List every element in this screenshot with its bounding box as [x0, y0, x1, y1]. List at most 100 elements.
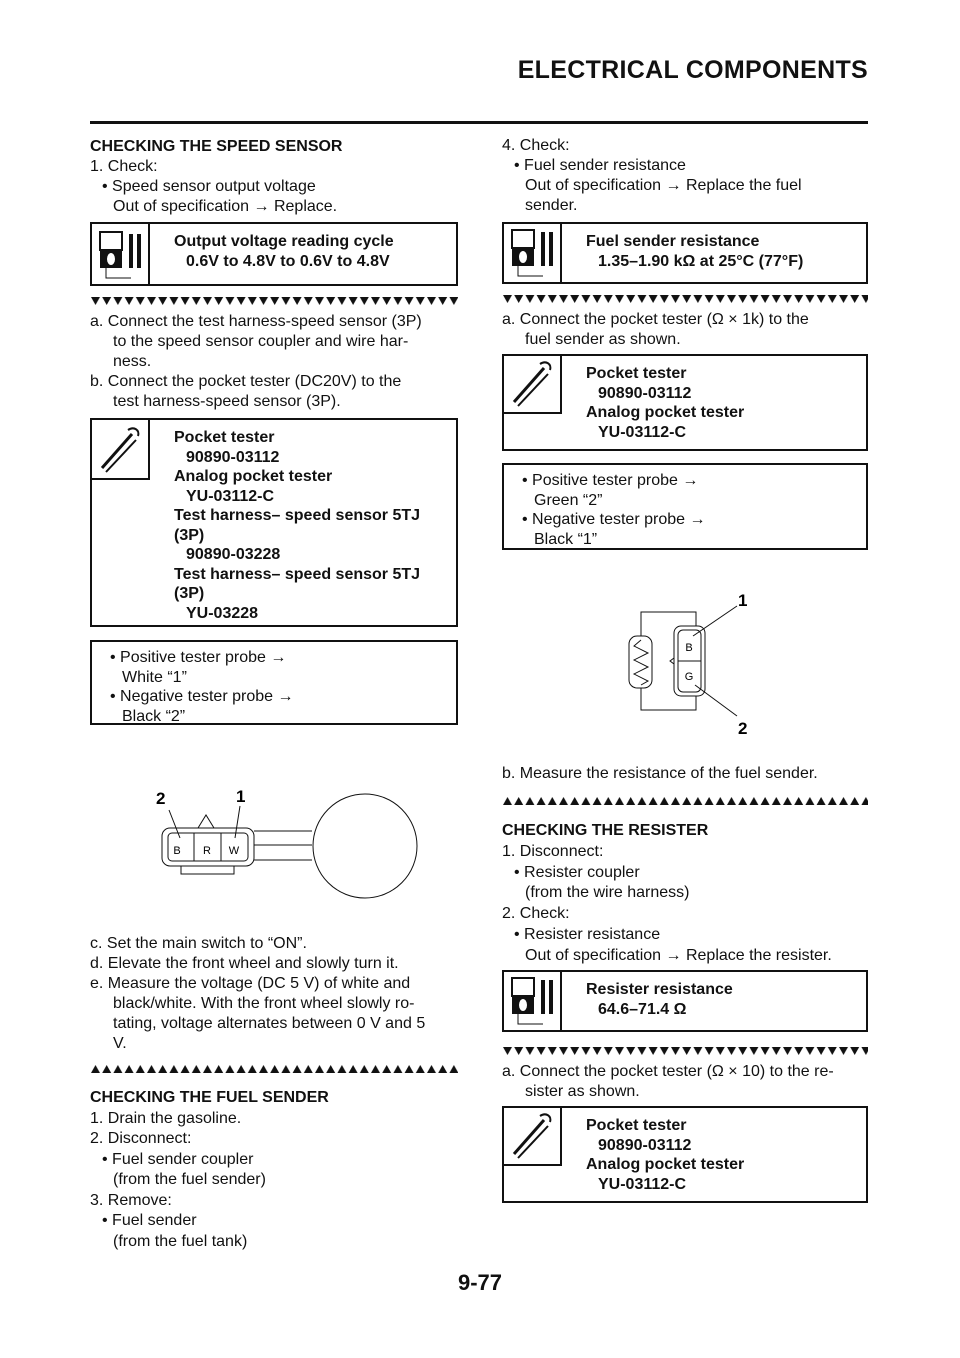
pin-label: B — [173, 845, 180, 857]
probe-text: • Positive tester probe → — [110, 649, 287, 666]
start-of-procedure-marker — [502, 294, 868, 304]
tool-number: YU-03112-C — [598, 1175, 687, 1193]
step: 3. Remove: — [90, 1191, 172, 1209]
step-action: Out of specification → Replace the fuel — [525, 177, 802, 194]
step-a: sister as shown. — [525, 1083, 640, 1100]
step-e: tating, voltage alternates between 0 V a… — [113, 1015, 426, 1032]
step: 2. Disconnect: — [90, 1130, 192, 1147]
spec-box-output-voltage: Output voltage reading cycle 0.6V to 4.8V… — [90, 222, 458, 286]
resister-step-a: a. Connect the pocket tester (Ω × 10) to… — [502, 1062, 834, 1102]
tool-icon — [504, 1108, 562, 1166]
page-number: 9-77 — [457, 1270, 503, 1295]
step-e: black/white. With the front wheel slowly… — [113, 995, 415, 1012]
callout-2: 2 — [738, 719, 747, 738]
step-note: (from the fuel tank) — [113, 1232, 248, 1250]
tool-number: 90890-03112 — [598, 384, 692, 402]
speed-sensor-intro: CHECKING THE SPEED SENSOR 1. Check: • Sp… — [90, 137, 342, 217]
tool-name: (3P) — [174, 585, 205, 602]
step-item: • Fuel sender — [102, 1212, 197, 1229]
callout-1: 1 — [738, 591, 747, 610]
spec-title: Fuel sender resistance — [586, 233, 760, 250]
spec-title: Output voltage reading cycle — [174, 233, 394, 250]
step-b: test harness-speed sensor (3P). — [113, 393, 341, 410]
callout-1: 1 — [236, 787, 245, 806]
fuel-sender-step4: 4. Check: • Fuel sender resistance Out o… — [502, 136, 802, 216]
pin-label: B — [685, 642, 692, 654]
tool-number: YU-03112-C — [186, 487, 275, 505]
tool-number: 90890-03112 — [186, 448, 280, 466]
spec-value: 1.35–1.90 kΩ at 25°C (77°F) — [598, 252, 804, 270]
end-of-procedure-marker — [502, 796, 868, 806]
tool-list: Pocket tester 90890-03112 Analog pocket … — [586, 364, 744, 442]
tool-name: Analog pocket tester — [586, 1156, 745, 1173]
section-title: ELECTRICAL COMPONENTS — [517, 56, 868, 84]
step-a: a. Connect the pocket tester (Ω × 1k) to… — [502, 311, 809, 328]
multimeter-icon — [92, 224, 150, 284]
tool-list: Pocket tester 90890-03112 Analog pocket … — [586, 1116, 744, 1194]
end-of-procedure-marker — [90, 1064, 458, 1074]
fuel-sender-step-a: a. Connect the pocket tester (Ω × 1k) to… — [502, 310, 809, 350]
spec-text: Output voltage reading cycle 0.6V to 4.8V… — [174, 232, 394, 271]
spec-value: 0.6V to 4.8V to 0.6V to 4.8V — [186, 252, 390, 270]
step-action: sender. — [525, 197, 578, 214]
tool-name: Pocket tester — [586, 365, 687, 382]
step-e: V. — [113, 1035, 127, 1052]
tool-box-resister: Pocket tester 90890-03112 Analog pocket … — [502, 1106, 868, 1203]
tool-box-fuel-sender: Pocket tester 90890-03112 Analog pocket … — [502, 354, 868, 451]
heading-fuel-sender: CHECKING THE FUEL SENDER — [90, 1089, 329, 1106]
pin-label: G — [685, 671, 694, 683]
step-a: fuel sender as shown. — [525, 331, 681, 348]
tool-icon — [92, 420, 150, 480]
heading-resister: CHECKING THE RESISTER — [502, 822, 709, 839]
fuel-sender-diagram: B G 1 2 — [628, 591, 747, 738]
probe-text: Black “1” — [534, 530, 598, 548]
tool-icon — [504, 356, 562, 414]
tool-number: YU-03228 — [186, 604, 259, 622]
tool-box-speed-sensor: Pocket tester 90890-03112 Analog pocket … — [90, 418, 458, 627]
callout-2: 2 — [156, 789, 165, 808]
step-a: ness. — [113, 353, 152, 370]
fuel-sender-intro: CHECKING THE FUEL SENDER 1. Drain the ga… — [90, 1088, 329, 1252]
step-item: • Fuel sender coupler — [102, 1150, 254, 1168]
probe-text: Green “2” — [534, 491, 603, 509]
tool-name: Test harness– speed sensor 5TJ — [174, 565, 421, 583]
multimeter-icon — [504, 972, 562, 1030]
step-item: • Speed sensor output voltage — [102, 178, 316, 195]
tool-number: 90890-03112 — [598, 1136, 692, 1154]
spec-text: Fuel sender resistance 1.35–1.90 kΩ at 25… — [586, 232, 803, 271]
multimeter-icon — [504, 224, 562, 282]
step: 2. Check: — [502, 905, 570, 923]
tool-name: Pocket tester — [586, 1117, 687, 1134]
step-item: • Resister resistance — [514, 925, 661, 943]
step-note: (from the fuel sender) — [113, 1171, 266, 1188]
speed-sensor-steps-cde: c. Set the main switch to “ON”. d. Eleva… — [90, 934, 425, 1054]
spec-value: 64.6–71.4 Ω — [598, 1000, 687, 1018]
step-e: e. Measure the voltage (DC 5 V) of white… — [90, 975, 411, 992]
start-of-procedure-marker — [90, 296, 458, 306]
step: 1. Disconnect: — [502, 842, 604, 860]
heading-speed-sensor: CHECKING THE SPEED SENSOR — [90, 138, 343, 155]
tool-name: Pocket tester — [174, 429, 275, 446]
resister-intro: CHECKING THE RESISTER 1. Disconnect: • R… — [502, 821, 832, 967]
tool-number: 90890-03228 — [186, 546, 281, 563]
pin-label: R — [203, 845, 211, 857]
probe-text: • Negative tester probe → — [522, 511, 706, 528]
probe-box-speed-sensor: • Positive tester probe → White “1” • Ne… — [90, 640, 458, 725]
step-b: b. Connect the pocket tester (DC20V) to … — [90, 373, 402, 390]
step-note: (from the wire harness) — [525, 884, 690, 902]
step-item: • Fuel sender resistance — [514, 157, 686, 174]
tool-name: Test harness– speed sensor 5TJ — [174, 507, 421, 524]
step-a: a. Connect the pocket tester (Ω × 10) to… — [502, 1063, 834, 1080]
speed-sensor-diagram: B R W 2 1 — [156, 787, 418, 899]
probe-text: Black “2” — [122, 707, 186, 725]
step-action: Out of specification → Replace. — [113, 198, 338, 215]
start-of-procedure-marker — [502, 1046, 868, 1056]
step: 1. Drain the gasoline. — [90, 1109, 242, 1127]
step: 4. Check: — [502, 137, 570, 154]
step-d: d. Elevate the front wheel and slowly tu… — [90, 955, 399, 972]
spec-box-fuel-sender: Fuel sender resistance 1.35–1.90 kΩ at 25… — [502, 222, 868, 284]
step-item: • Resister coupler — [514, 863, 640, 881]
tool-name: (3P) — [174, 526, 205, 544]
